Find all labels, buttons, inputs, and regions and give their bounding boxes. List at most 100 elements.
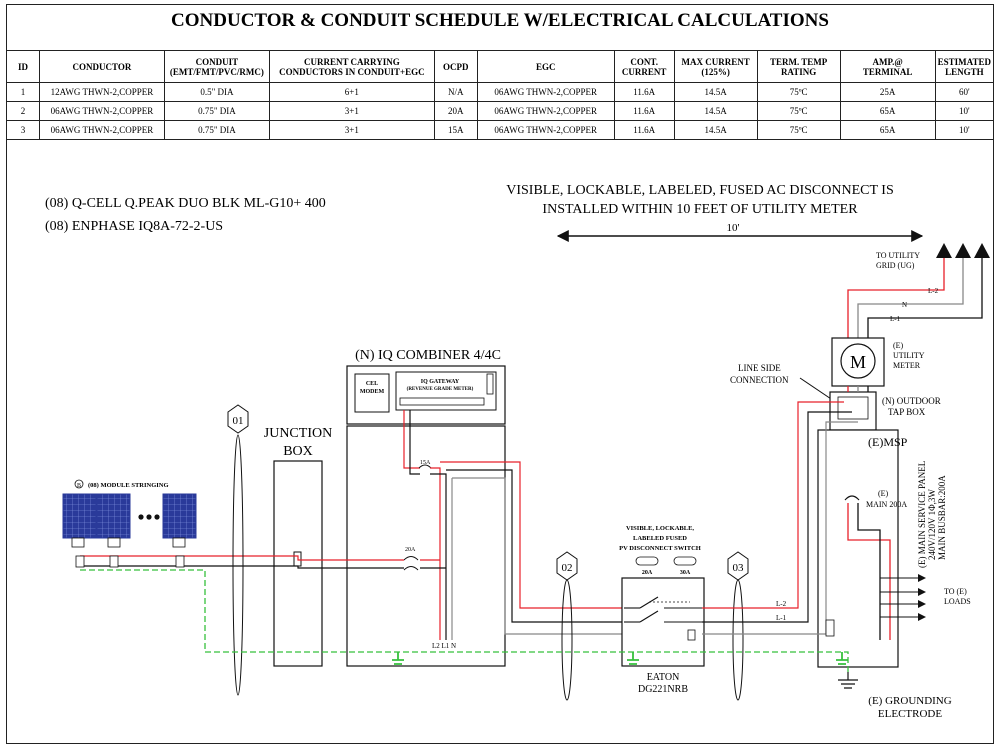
equipment-module-note: (08) Q-CELL Q.PEAK DUO BLK ML-G10+ 400 <box>45 196 326 211</box>
col-header-egc: EGC <box>476 50 615 83</box>
msp-neutral-terminal <box>825 619 835 637</box>
utility-line-n <box>857 258 964 340</box>
grounding-electrode-label-2: ELECTRODE <box>878 708 942 720</box>
tap-box-inner <box>837 396 869 420</box>
disconnect-switch-icon <box>624 596 702 641</box>
combiner-title: (N) IQ COMBINER 4/4C <box>355 348 501 363</box>
disconnect-make-2: DG221NRB <box>638 684 688 695</box>
meter-symbol-letter: M <box>850 352 866 372</box>
equipment-inverter-note: (08) ENPHASE IQ8A-72-2-US <box>45 219 223 234</box>
utility-line-l2 <box>847 258 945 340</box>
cell-cont-current: 11.6A <box>613 82 675 102</box>
panel-vertical-label-1: (E) MAIN SERVICE PANEL <box>917 461 927 568</box>
tap-box-label-2: TAP BOX <box>888 407 926 417</box>
distance-label: 10' <box>727 222 740 234</box>
junction-box-label-1: JUNCTION <box>264 426 332 441</box>
col-header-conduit: CONDUIT(EMT/FMT/PVC/RMC) <box>163 50 270 83</box>
pv-circuit-l1 <box>80 565 404 569</box>
fuse-2-rating: 30A <box>680 570 691 576</box>
fuse-1-rating: 20A <box>642 570 653 576</box>
cell-term-temp: 75ºC <box>756 120 841 140</box>
line-label-n: N <box>902 301 907 309</box>
meter-label-3: METER <box>893 361 921 370</box>
msp-label: (E)MSP <box>868 435 908 449</box>
combiner-output-l1 <box>446 469 624 623</box>
disconnect-note-line2: INSTALLED WITHIN 10 FEET OF UTILITY METE… <box>542 202 858 217</box>
module-badge-letter: B <box>77 483 81 489</box>
grounding-conductor <box>80 569 849 672</box>
module-stringing-badge <box>74 479 84 489</box>
utility-grid-triangles <box>936 243 990 258</box>
combiner-body <box>346 425 506 667</box>
cell-est-length: 10' <box>934 120 995 140</box>
line-label-l2: L-2 <box>928 287 939 295</box>
module-stringing-label: (08) MODULE STRINGING <box>88 482 169 489</box>
pv-module-2 <box>96 493 131 568</box>
svg-text:02: 02 <box>562 562 573 574</box>
svg-text:03: 03 <box>733 562 745 574</box>
ac-line-label-l1: L-1 <box>776 614 787 622</box>
module-ellipsis-icon <box>138 514 160 520</box>
breaker-15a-label: 15A <box>420 460 431 466</box>
cell-modem-box <box>354 373 390 413</box>
cell-ocpd: 15A <box>433 120 478 140</box>
table-row: 2 06AWG THWN-2,COPPER 0.75" DIA 3+1 20A … <box>6 101 995 121</box>
grounding-electrode-icon <box>838 672 858 689</box>
junction-box-label-2: BOX <box>283 444 313 459</box>
breaker-20a-label: 20A <box>405 547 416 553</box>
conduit-tag-01: 01 <box>227 404 249 696</box>
panel-vertical-label-2: 240V/120V 1Φ,3W <box>927 489 937 560</box>
to-loads-label-2: LOADS <box>944 597 971 606</box>
gateway-terminal-strip <box>399 397 485 406</box>
drawing-frame <box>6 4 994 744</box>
table-header-row: ID CONDUCTOR CONDUIT(EMT/FMT/PVC/RMC) CU… <box>6 50 995 83</box>
outdoor-tap-box <box>829 391 877 431</box>
iq-gateway-label-2: (REVENUE GRADE METER) <box>407 387 474 392</box>
combiner-output-l2 <box>440 461 624 609</box>
ac-output-l2 <box>702 401 844 609</box>
cell-modem-label-1: CEL <box>366 381 378 387</box>
table-row: 3 06AWG THWN-2,COPPER 0.75" DIA 3+1 15A … <box>6 120 995 140</box>
combiner-output-n <box>452 477 624 635</box>
ac-line-label-l2: L-2 <box>776 600 787 608</box>
combiner-bus-label: L2 L1 N <box>432 642 456 650</box>
pv-disconnect-label-1: VISIBLE, LOCKABLE, <box>626 525 694 532</box>
tap-box-label-1: (N) OUTDOOR <box>882 396 941 406</box>
utility-line-l1 <box>867 258 983 340</box>
load-breakers <box>880 574 926 621</box>
breaker-20a-icon <box>403 556 419 561</box>
conduit-tag-03: 03 <box>727 551 749 701</box>
col-header-max-current: MAX CURRENT(125%) <box>673 50 758 83</box>
iq-gateway-label-1: IQ GATEWAY <box>421 379 460 385</box>
fuse-icon-1 <box>635 556 659 566</box>
meter-label-2: UTILITY <box>893 351 925 360</box>
schedule-title: CONDUCTOR & CONDUIT SCHEDULE W/ELECTRICA… <box>171 10 829 31</box>
grounding-electrode-label-1: (E) GROUNDING <box>868 695 951 707</box>
cell-conduit: 0.75" DIA <box>163 120 270 140</box>
line-label-l1: L-1 <box>890 315 901 323</box>
conduit-tag-02: 02 <box>556 551 578 701</box>
main-breaker-icon <box>844 495 860 501</box>
main-breaker-label-1: (E) <box>878 489 889 498</box>
ground-symbols <box>392 652 848 665</box>
ac-output-n <box>702 421 858 635</box>
line-side-label-1: LINE SIDE <box>738 363 781 373</box>
breaker-15a-icon <box>418 464 432 469</box>
disconnect-note-line1: VISIBLE, LOCKABLE, LABELED, FUSED AC DIS… <box>506 183 893 198</box>
pv-module-3 <box>162 493 197 568</box>
cell-modem-label-2: MODEM <box>360 389 385 395</box>
pv-module-1 <box>62 493 97 568</box>
col-header-id: ID <box>6 50 40 83</box>
to-utility-label-1: TO UTILITY <box>876 251 920 260</box>
svg-text:01: 01 <box>233 415 244 427</box>
pv-disconnect-label-3: PV DISCONNECT SWITCH <box>619 545 701 552</box>
meter-symbol-icon <box>840 343 876 379</box>
to-utility-label-2: GRID (UG) <box>876 261 915 270</box>
pv-disconnect-label-2: LABELED FUSED <box>633 535 687 542</box>
pv-circuit-l2 <box>80 555 404 561</box>
line-side-label-2: CONNECTION <box>730 375 789 385</box>
main-breaker-label-2: MAIN 200A <box>866 500 907 509</box>
